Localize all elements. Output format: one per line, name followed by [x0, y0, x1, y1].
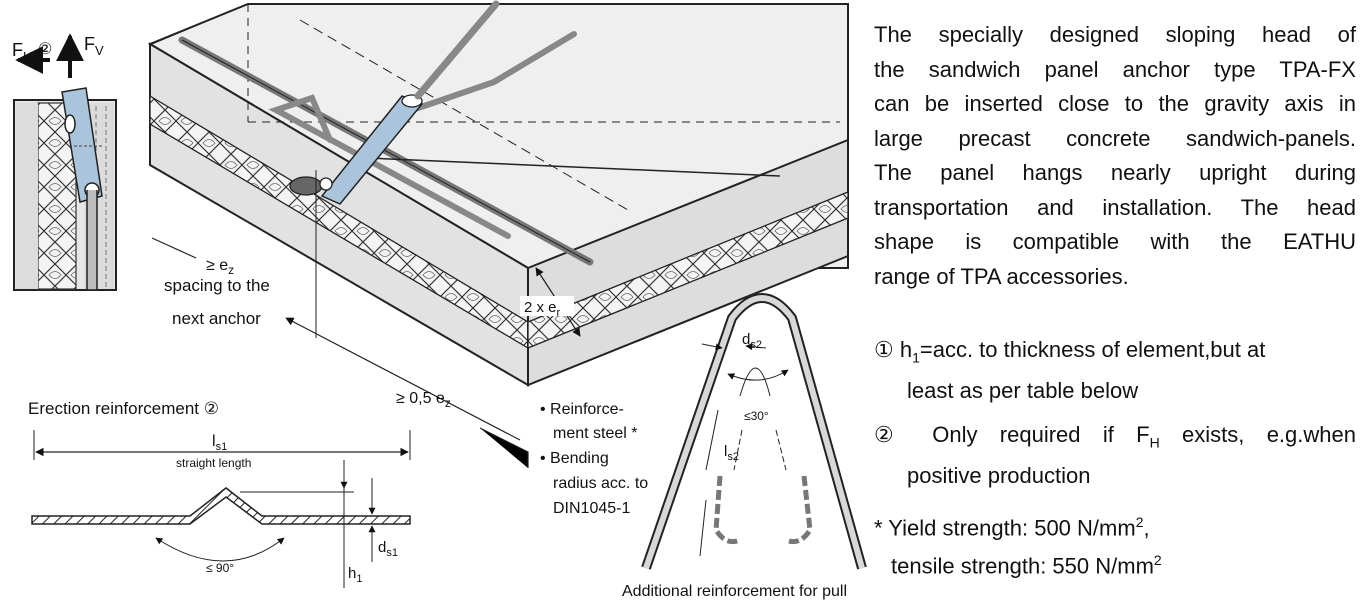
description-line: large precast concrete sandwich-panels. — [874, 125, 1356, 151]
reinforcement-notes: • Reinforce- ment steel * • Bending radi… — [540, 401, 648, 517]
section-view — [13, 87, 117, 291]
ds2-label: ds2 — [742, 331, 762, 351]
pull-reinforcement: ≤30° ds2 ls2 Additional reinforcement fo… — [622, 293, 867, 600]
pull-caption: Additional reinforcement for pull — [622, 583, 847, 600]
fh-label: FH — [12, 40, 32, 64]
ds1-label: ds1 — [378, 539, 398, 559]
description-line: The panel hangs nearly upright during — [874, 160, 1356, 185]
description-paragraph: The specially designed sloping head of t… — [874, 18, 1356, 294]
note-line1: • Reinforce- — [540, 401, 624, 418]
erection-angle-label: ≤ 90° — [206, 561, 234, 575]
half-ez-label: ≥ 0,5 ez — [396, 390, 451, 410]
straight-length-label: straight length — [176, 456, 251, 470]
note-line5: DIN1045-1 — [553, 500, 630, 517]
h1-label: h1 — [348, 565, 362, 585]
ls1-label: ls1 — [212, 433, 227, 453]
description-line: The specially designed sloping head of — [874, 22, 1356, 47]
force-arrows: FH ② FV — [12, 33, 104, 78]
note-line3: • Bending — [540, 450, 609, 467]
footnote-1: ① h1=acc. to thickness of element,but at… — [874, 337, 1266, 404]
circle-2-label: ② — [38, 41, 52, 58]
spacing-line1: spacing to the — [164, 276, 270, 295]
fv-label: FV — [84, 34, 104, 58]
anchor-diagram: FH ② FV ≥ ez s — [12, 0, 867, 600]
spacing-dimension: ≥ ez spacing to the next anchor ≥ 0,5 ez — [151, 237, 529, 468]
description-line: transportation and installation. The hea… — [874, 194, 1356, 220]
two-x-er-label: 2 x er — [524, 299, 561, 319]
note-line2: ment steel * — [553, 425, 637, 442]
erection-reinforcement: Erection reinforcement ② ls1 straight le… — [28, 399, 411, 588]
erection-title: Erection reinforcement ② — [28, 399, 219, 418]
ls2-label: ls2 — [724, 443, 739, 463]
sandwich-panel-3d — [147, 0, 849, 387]
ez-label: ≥ ez — [206, 257, 234, 277]
edge-dimension: 2 x er — [520, 267, 581, 337]
footnote-2: ② Only required if FH exists, e.g.when p… — [874, 422, 1356, 489]
footnote-star: * Yield strength: 500 N/mm2, tensile str… — [874, 514, 1162, 579]
spacing-line2: next anchor — [172, 309, 261, 328]
description-line: the sandwich panel anchor type TPA-FX — [874, 56, 1356, 82]
description-line: can be inserted close to the gravity axi… — [874, 91, 1356, 116]
note-line4: radius acc. to — [553, 475, 648, 492]
pull-angle-label: ≤30° — [744, 409, 769, 423]
description-line: shape is compatible with the EATHU — [874, 229, 1356, 254]
description-line: range of TPA accessories. — [874, 263, 1129, 289]
